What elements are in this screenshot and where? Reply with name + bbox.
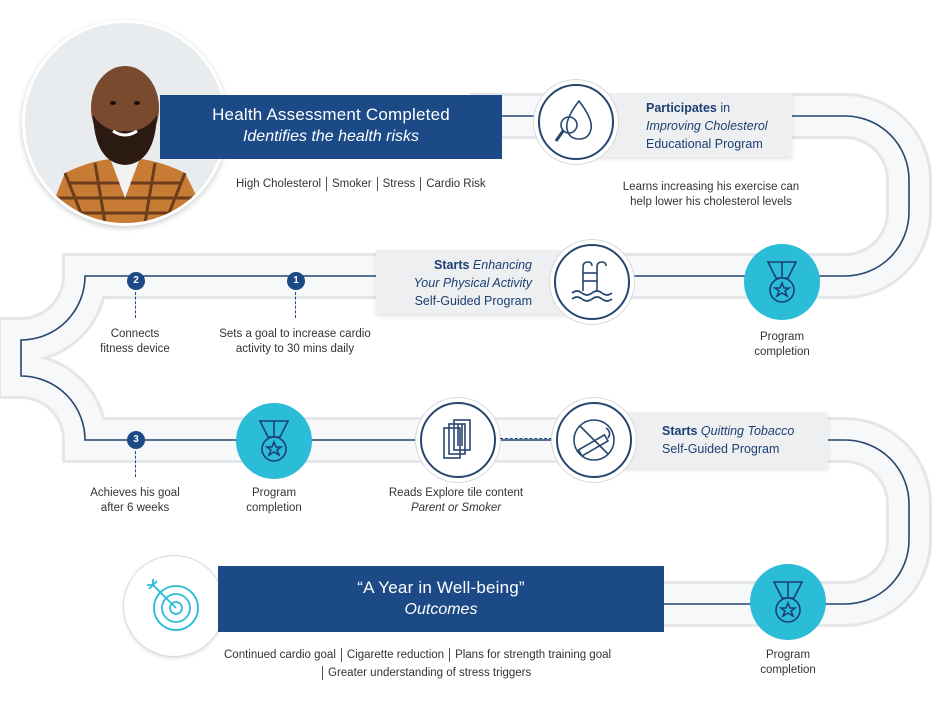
cholesterol-note: Learns increasing his exercise can help … bbox=[622, 181, 800, 208]
books-icon bbox=[420, 402, 496, 478]
tobacco-program-type: Self-Guided Program bbox=[662, 442, 780, 456]
risk-tag: Stress bbox=[382, 178, 416, 191]
medal-icon bbox=[258, 420, 290, 462]
activity-program-box: Starts Enhancing Your Physical Activity … bbox=[376, 250, 576, 314]
activity-program-name: Your Physical Activity bbox=[413, 276, 532, 290]
assessment-banner: Health Assessment Completed Identifies t… bbox=[160, 95, 502, 159]
risk-tag: High Cholesterol bbox=[236, 178, 322, 191]
step-label-2: Connects fitness device bbox=[100, 328, 170, 355]
tobacco-program-name: Quitting Tobacco bbox=[700, 424, 795, 438]
outcome-item: Continued cardio goal bbox=[224, 649, 336, 662]
risk-tags: High Cholesterol Smoker Stress Cardio Risk bbox=[236, 177, 486, 191]
step-marker-3: 3 bbox=[127, 431, 145, 449]
outcome-item: Cigarette reduction bbox=[346, 649, 445, 662]
risk-tag: Cardio Risk bbox=[426, 178, 486, 191]
step-label-1: Sets a goal to increase cardio activity … bbox=[219, 328, 371, 355]
assessment-subtitle: Identifies the health risks bbox=[242, 128, 420, 145]
activity-lead: Starts bbox=[434, 258, 470, 272]
step-connector-3 bbox=[135, 451, 136, 477]
blood-drop-magnifier-icon bbox=[538, 84, 614, 160]
pool-ladder-icon bbox=[554, 244, 630, 320]
cholesterol-program-type: Educational Program bbox=[646, 137, 763, 151]
step-label-3: Achieves his goal after 6 weeks bbox=[90, 487, 180, 514]
cholesterol-lead: Participates bbox=[646, 101, 717, 115]
risk-tag: Smoker bbox=[332, 178, 372, 191]
outcome-tags-row1: Continued cardio goal Cigarette reduction… bbox=[224, 648, 611, 662]
outcomes-title: “A Year in Well-being” bbox=[357, 578, 525, 597]
completion-medal-2 bbox=[236, 403, 312, 479]
cholesterol-program-name: Improving Cholesterol bbox=[646, 119, 768, 133]
explore-label: Reads Explore tile content Parent or Smo… bbox=[388, 487, 524, 514]
tobacco-lead: Starts bbox=[662, 424, 698, 438]
step-marker-2: 2 bbox=[127, 272, 145, 290]
step-marker-1: 1 bbox=[287, 272, 305, 290]
outcomes-subtitle: Outcomes bbox=[404, 601, 478, 618]
completion-medal-3 bbox=[750, 564, 826, 640]
cholesterol-program-box: Participates in Improving Cholesterol Ed… bbox=[580, 93, 792, 157]
step-connector-1 bbox=[295, 292, 296, 318]
assessment-title: Health Assessment Completed bbox=[212, 105, 450, 124]
outcome-item: Plans for strength training goal bbox=[455, 649, 612, 662]
step-connector-2 bbox=[135, 292, 136, 318]
explore-connector bbox=[500, 438, 552, 439]
outcomes-target-circle bbox=[124, 556, 224, 656]
completion-label-3: Program completion bbox=[760, 649, 816, 676]
completion-label-1: Program completion bbox=[754, 331, 810, 358]
outcome-tags-row2: Greater understanding of stress triggers bbox=[322, 666, 531, 680]
medal-icon bbox=[772, 581, 804, 623]
activity-program-type: Self-Guided Program bbox=[414, 294, 532, 308]
outcomes-banner: “A Year in Well-being” Outcomes bbox=[218, 566, 664, 632]
completion-label-2: Program completion bbox=[246, 487, 302, 514]
completion-medal-1 bbox=[744, 244, 820, 320]
medal-icon bbox=[766, 261, 798, 303]
no-smoking-icon bbox=[556, 402, 632, 478]
tobacco-program-box: Starts Quitting Tobacco Self-Guided Prog… bbox=[600, 412, 828, 468]
target-arrow-icon bbox=[147, 579, 199, 631]
outcome-item: Greater understanding of stress triggers bbox=[328, 667, 532, 680]
